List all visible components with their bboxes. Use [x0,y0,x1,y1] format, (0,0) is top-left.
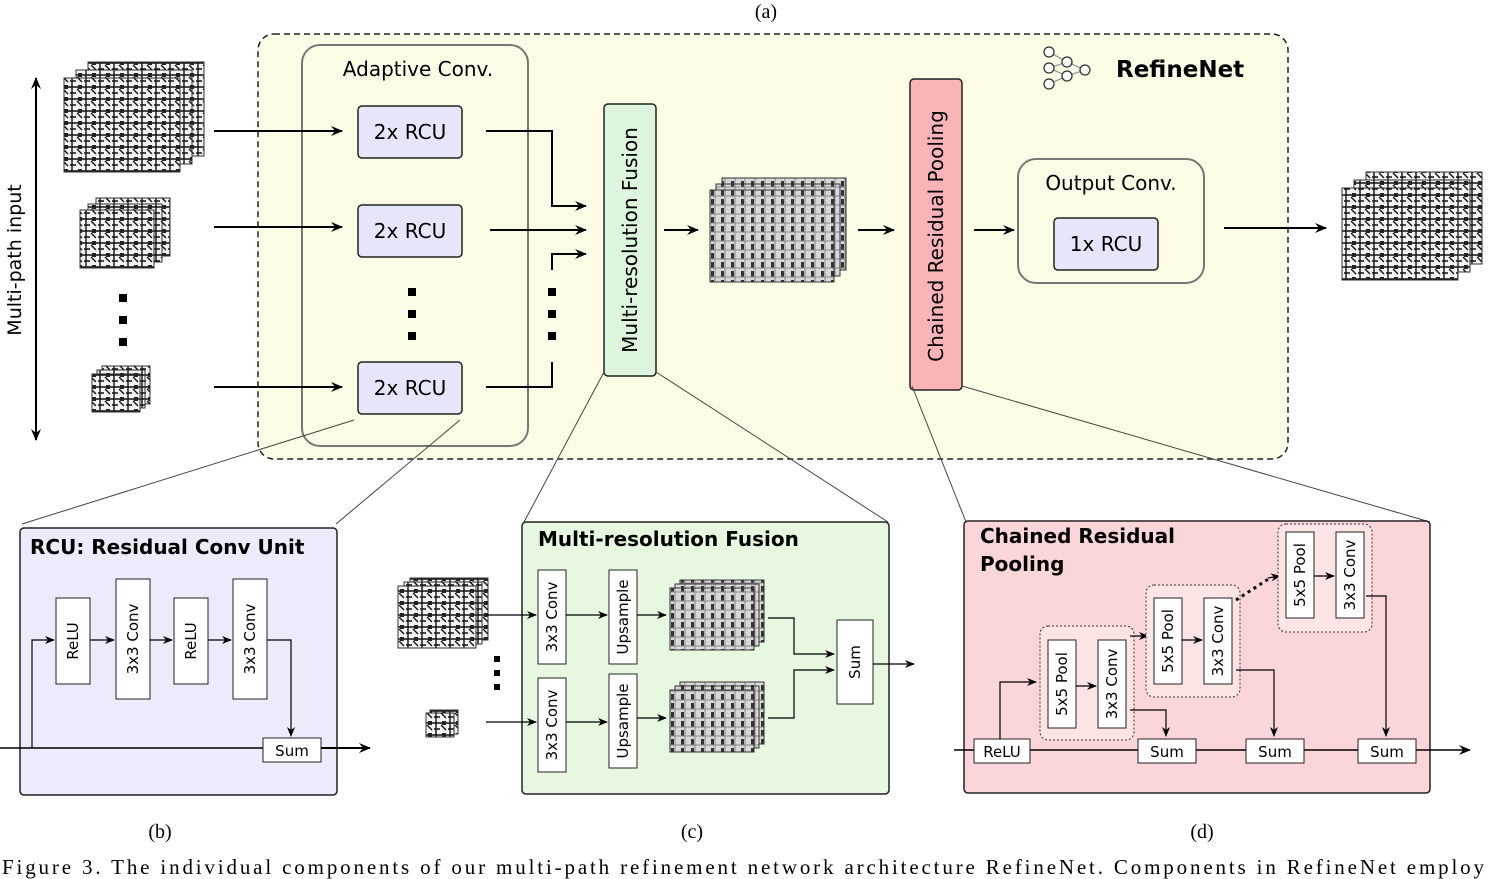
crp-label: Chained Residual Pooling [924,110,948,362]
output-rcu-box [1053,217,1159,271]
rcu-label-1: 2x RCU [374,120,446,144]
rcu-conv-2 [232,578,268,700]
input-image-medium [79,197,171,269]
crp-panel-title-line2: Pooling [980,552,1064,576]
fusion-sum-box [836,619,874,705]
crp-box [909,78,963,391]
fusion-upsampled-bottom [669,681,765,753]
fusion-sum-label: Sum [846,645,864,679]
rcu-panel-title: RCU: Residual Conv Unit [30,535,305,559]
rcu-relu-1-label: ReLU [64,622,82,660]
input-image-small [91,365,151,413]
output-rcu-label: 1x RCU [1070,232,1142,256]
rcu-relu-2 [173,597,209,685]
crp-sum-3-label: Sum [1370,743,1404,761]
fusion-box [603,103,657,377]
figure-caption: Figure 3. The individual components of o… [2,855,1485,879]
rcu-relu-1 [55,597,91,685]
fusion-upsample-bottom-label: Upsample [614,683,632,758]
crp-sum-1 [1137,738,1197,764]
fusion-input-ellipsis [548,288,556,340]
crp-sum-1-label: Sum [1150,743,1184,761]
crp-pool-1 [1047,639,1077,729]
zoom-connectors [21,371,1431,525]
crp-pool-3 [1285,531,1315,619]
crp-pool-3-label: 5x5 Pool [1291,543,1309,607]
fusion-input-ellipsis [494,656,500,690]
panel-label-b: (b) [148,821,171,843]
refinenet-logo-icon [1043,46,1091,90]
crp-conv-1 [1097,639,1127,729]
fusion-upsample-top-label: Upsample [614,579,632,654]
multi-path-label: Multi-path input [4,184,26,335]
fusion-input-large [397,577,489,649]
crp-sum-2 [1245,738,1305,764]
fusion-conv-top-label: 3x3 Conv [543,582,561,653]
panel-label-d: (d) [1190,821,1213,843]
rcu-box-1 [357,105,463,159]
panel-label-c: (c) [681,821,703,843]
crp-relu-label: ReLU [983,743,1021,761]
fusion-conv-top [537,569,567,665]
crp-conv-1-label: 3x3 Conv [1103,649,1121,720]
fusion-label: Multi-resolution Fusion [618,127,642,353]
fusion-panel [521,521,890,795]
input-image-large [63,61,205,173]
rcu-box-3 [357,361,463,415]
crp-sum-2-label: Sum [1258,743,1292,761]
fusion-input-small [425,709,459,738]
crp-pool-1-label: 5x5 Pool [1053,652,1071,716]
rcu-label-2: 2x RCU [374,219,446,243]
rcu-label-3: 2x RCU [374,376,446,400]
output-conv-title: Output Conv. [1045,171,1176,195]
panel-label-a: (a) [755,1,777,23]
rcu-conv-2-label: 3x3 Conv [241,604,259,675]
fused-feature-image [709,177,847,283]
fusion-upsample-bottom [608,673,638,769]
output-conv-block [1017,158,1205,284]
fusion-upsample-top [608,569,638,665]
crp-conv-2-label: 3x3 Conv [1209,606,1227,677]
rcu-ellipsis [408,288,416,340]
rcu-sum-label: Sum [275,742,309,760]
rcu-conv-1-label: 3x3 Conv [124,604,142,675]
refinenet-brand: RefineNet [1116,57,1244,83]
rcu-box-2 [357,204,463,258]
adaptive-conv-block [301,44,529,447]
rcu-relu-2-label: ReLU [182,622,200,660]
rcu-sum-box [262,737,322,763]
crp-conv-2 [1203,597,1233,685]
crp-sum-3 [1357,738,1417,764]
input-ellipsis [119,294,127,346]
fusion-conv-bottom-label: 3x3 Conv [543,690,561,761]
fusion-conv-bottom [537,677,567,773]
adaptive-conv-title: Adaptive Conv. [343,57,493,81]
crp-pool-2-label: 5x5 Pool [1159,609,1177,673]
rcu-conv-1 [115,578,151,700]
fusion-upsampled-top [669,579,765,651]
fusion-panel-title: Multi-resolution Fusion [538,527,799,551]
crp-pool-2 [1153,597,1183,685]
crp-relu-box [973,738,1031,764]
output-image [1341,171,1483,281]
crp-conv-3-label: 3x3 Conv [1341,540,1359,611]
crp-panel-title-line1: Chained Residual [980,524,1175,548]
crp-conv-3 [1335,531,1365,619]
